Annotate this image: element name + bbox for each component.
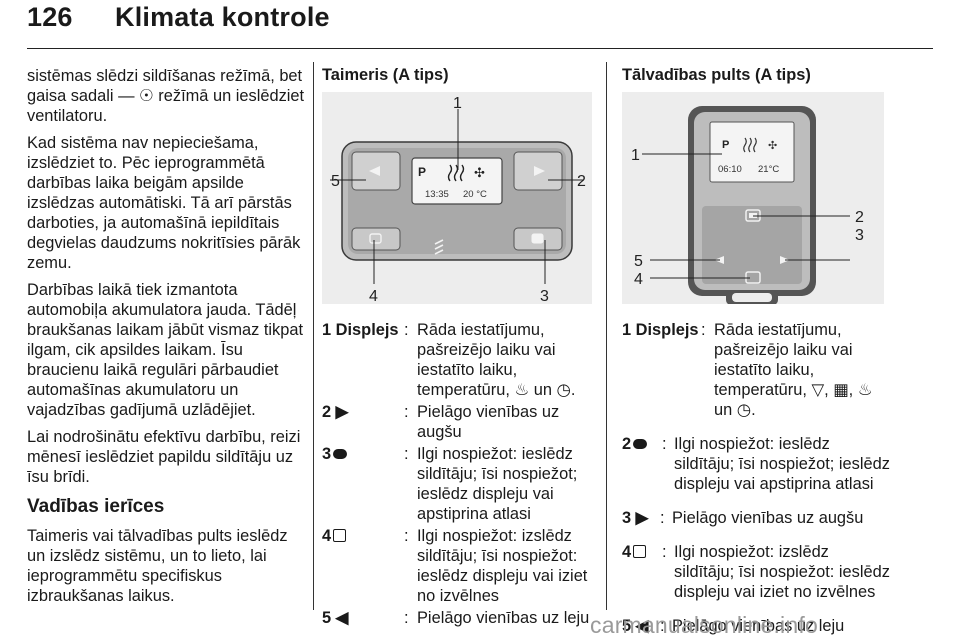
remote-display-temp: 21°C [758,164,779,175]
callout-label: 5 [331,173,340,190]
timer-display-symbol: P [418,165,426,179]
legend-row: 5 ◀ : Pielāgo vienības uz leju [622,616,890,636]
callout-label: 1 [631,147,640,164]
svg-text:✣: ✣ [474,166,485,181]
legend-row: 2 : Ilgi nospiežot: ieslēdz sildītāju; ī… [622,435,890,493]
legend-key: 5 ◀ [322,609,349,627]
legend-row: 4 : Ilgi nospiežot: izslēdz sildītāju; ī… [622,543,890,601]
callout-label: 4 [369,288,378,304]
timer-display-temp: 20 °C [463,189,487,200]
page-title: Klimata kontrole [115,2,330,32]
remote-title: Tālvadības pults (A tips) [622,66,811,84]
callout-label: 2 [577,173,586,190]
remote-legend: 1 Displejs : Rāda iestatījumu, pašreizēj… [622,320,890,636]
legend-key: 4 [322,527,332,545]
paragraph: sistēmas slēdzi sildīšanas režīmā, bet g… [27,67,305,125]
legend-row: 3 : Ilgi nospiežot: ieslēdz sildītāju; ī… [322,444,594,524]
page-number: 126 [27,2,73,32]
legend-row: 2 ▶ : Pielāgo vienības uz augšu [322,402,594,442]
legend-row: 3 ▶ : Pielāgo vienības uz augšu [622,508,890,528]
legend-text: Ilgi nospiežot: ieslēdz sildītāju; īsi n… [674,435,890,493]
timer-figure: P ✣ 13:35 20 °C 1 2 3 4 5 [322,92,592,304]
legend-text: Ilgi nospiežot: izslēdz sildītāju; īsi n… [417,527,588,605]
header-rule [27,48,933,49]
callout-label: 4 [634,271,643,288]
paragraph: Kad sistēma nav nepieciešama, izslēdziet… [27,134,301,272]
legend-key: 2 ▶ [322,403,349,421]
remote-display-symbol: P [722,139,729,151]
timer-legend: 1 Displejs : Rāda iestatījumu, pašreizēj… [322,320,594,628]
legend-key: 1 Displejs [322,321,399,339]
exit-button-icon [333,529,347,542]
legend-text: Pielāgo vienības uz augšu [672,509,864,527]
legend-row: 4 : Ilgi nospiežot: izslēdz sildītāju; ī… [322,526,594,606]
paragraph: Taimeris vai tālvadības pults ieslēdz un… [27,527,288,605]
column-1: sistēmas slēdzi sildīšanas režīmā, bet g… [27,66,305,613]
callout-label: 1 [453,95,462,112]
callout-label: 2 [855,209,864,226]
timer-title: Taimeris (A tips) [322,66,449,84]
exit-button-icon [633,545,647,558]
legend-text: Rāda iestatījumu, pašreizējo laiku vai i… [714,321,873,419]
legend-row: 1 Displejs : Rāda iestatījumu, pašreizēj… [622,320,890,420]
callout-label: 3 [540,288,549,304]
timer-display-time: 13:35 [425,189,449,200]
legend-key: 2 [622,435,632,453]
legend-text: Pielāgo vienības uz augšu [417,403,560,441]
legend-row: 5 ◀ : Pielāgo vienības uz leju [322,608,594,628]
section-heading: Vadības ierīces [27,496,165,517]
callout-label: 3 [855,227,864,244]
confirm-button-icon [633,439,648,449]
watermark: carmanualsonline.info [590,612,818,638]
confirm-button-icon [333,449,348,459]
column-divider [313,62,314,610]
paragraph: Lai nodrošinātu efektīvu darbību, reizi … [27,428,301,486]
legend-key: 1 Displejs [622,321,699,339]
legend-key: 3 ▶ [622,509,649,527]
legend-text: Ilgi nospiežot: ieslēdz sildītāju; īsi n… [417,445,578,523]
remote-figure: P ✣ 06:10 21°C 1 2 3 4 5 [622,92,884,304]
legend-text: Rāda iestatījumu, pašreizējo laiku vai i… [417,321,576,399]
legend-text: Ilgi nospiežot: izslēdz sildītāju; īsi n… [674,543,890,601]
paragraph: Darbības laikā tiek izmantota automobiļa… [27,281,304,419]
legend-key: 3 [322,445,332,463]
legend-text: Pielāgo vienības uz leju [672,617,845,635]
column-divider [606,62,607,610]
page-header: 126 Klimata kontrole [27,2,330,33]
legend-key: 5 ◀ [622,617,649,635]
svg-text:✣: ✣ [768,139,777,152]
callout-label: 5 [634,253,643,270]
legend-row: 1 Displejs : Rāda iestatījumu, pašreizēj… [322,320,594,400]
remote-display-time: 06:10 [718,164,742,175]
legend-key: 4 [622,543,632,561]
legend-text: Pielāgo vienības uz leju [417,609,590,627]
